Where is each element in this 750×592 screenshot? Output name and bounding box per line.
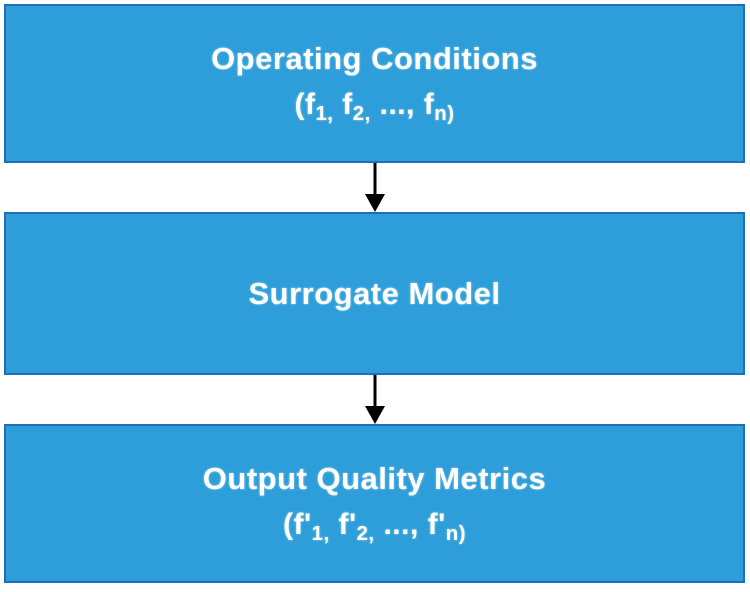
box-title: Output Quality Metrics xyxy=(202,461,547,496)
formula-subscript: n) xyxy=(445,523,466,546)
formula-segment: ..., f' xyxy=(374,508,446,541)
arrow-down-icon xyxy=(362,375,388,424)
formula-segment: f xyxy=(333,88,353,121)
formula-segment: ..., f xyxy=(370,88,435,121)
formula-segment: (f' xyxy=(282,508,312,541)
arrow-down-icon xyxy=(362,163,388,212)
formula-subscript: 2, xyxy=(356,523,375,546)
box-operating-conditions: Operating Conditions (f1, f2, ..., fn) xyxy=(4,4,745,163)
box-formula: (f'1, f'2, ..., f'n) xyxy=(283,505,466,548)
formula-segment: f' xyxy=(329,508,357,541)
box-output-quality-metrics: Output Quality Metrics (f'1, f'2, ..., f… xyxy=(4,424,745,583)
formula-subscript: 1, xyxy=(315,103,334,126)
formula-subscript: 1, xyxy=(311,523,330,546)
formula-segment: (f xyxy=(294,88,316,121)
box-title: Operating Conditions xyxy=(211,41,538,76)
formula-subscript: 2, xyxy=(352,103,371,126)
box-title: Surrogate Model xyxy=(248,275,501,311)
box-formula: (f1, f2, ..., fn) xyxy=(294,85,454,128)
formula-subscript: n) xyxy=(434,103,455,126)
box-surrogate-model: Surrogate Model xyxy=(4,212,745,375)
